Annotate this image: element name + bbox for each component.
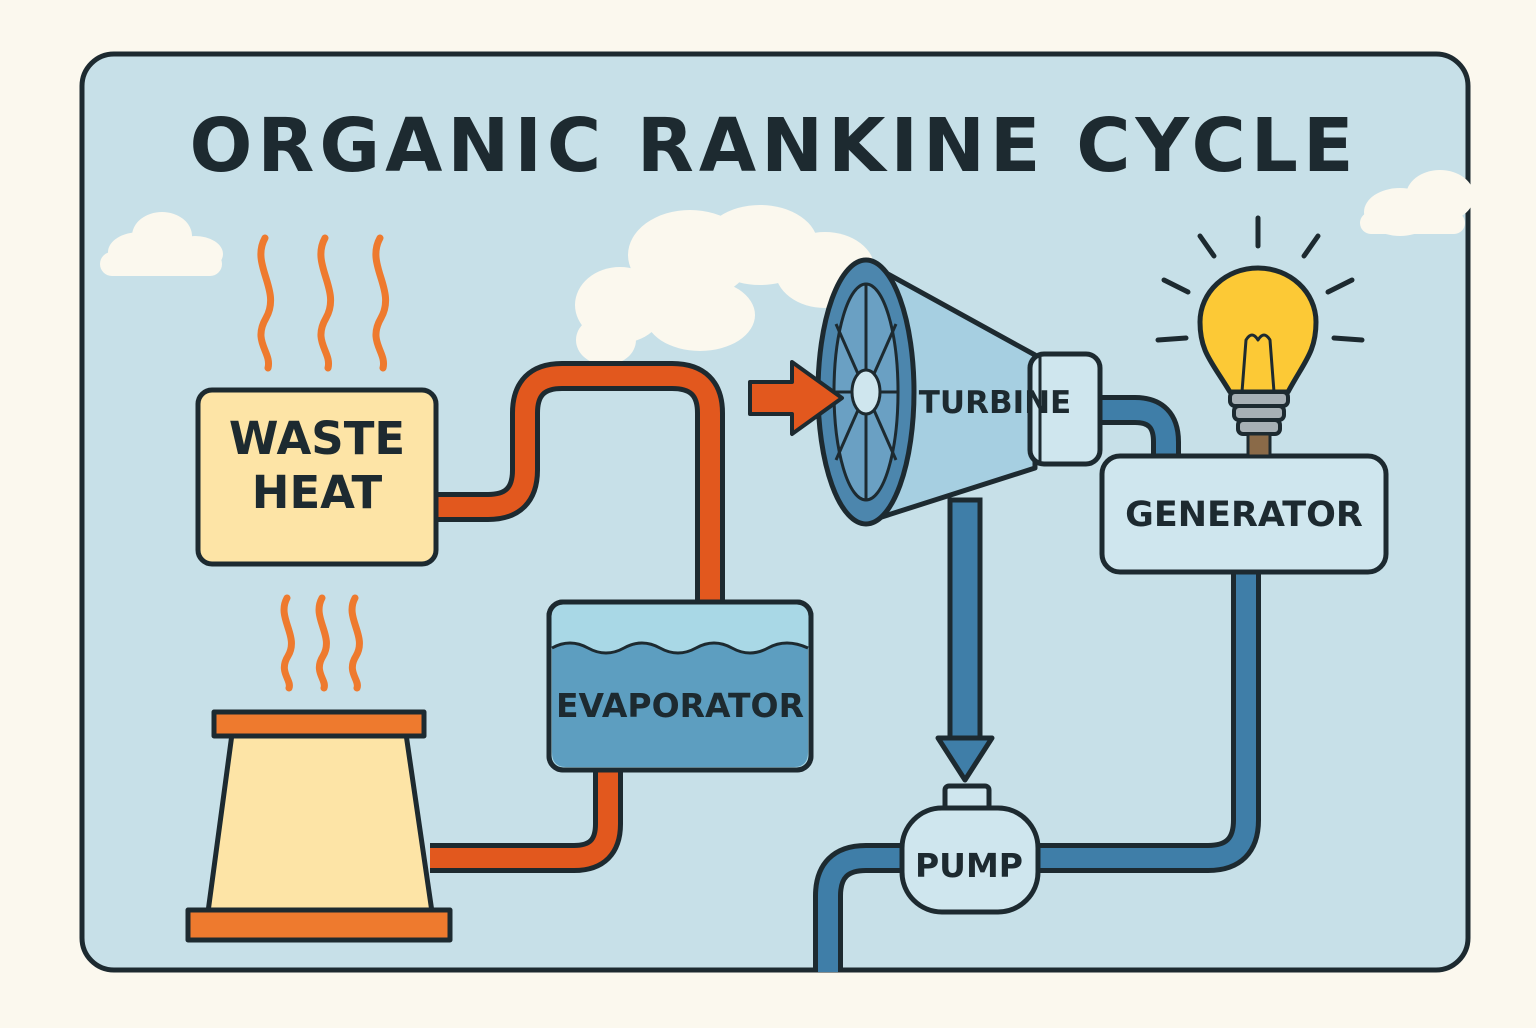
- lightbulb-icon: [1197, 265, 1319, 458]
- chimney: [185, 709, 453, 943]
- waste-heat-box: [195, 387, 439, 567]
- light-rays: [1155, 215, 1365, 343]
- cold-pipe-pump-exit: [813, 843, 902, 972]
- steam-cloud: [575, 205, 892, 365]
- heat-waves-top: [257, 234, 390, 372]
- waste-heat-label-line1: WASTE: [228, 412, 406, 465]
- diagram-title: ORGANIC RANKINE CYCLE: [189, 103, 1359, 189]
- pump: [899, 783, 1041, 915]
- cold-pipe-turbine-pump: [935, 497, 995, 783]
- evaporator-tank: [546, 599, 814, 773]
- cold-pipe-turbine-generator: [1098, 395, 1181, 458]
- heat-waves-bottom: [280, 594, 363, 692]
- cloud-left: [100, 212, 223, 276]
- turbine-label: TURBINE: [918, 385, 1072, 421]
- generator-box: [1099, 453, 1389, 575]
- turbine-body: [815, 257, 1103, 527]
- pump-label: PUMP: [914, 846, 1023, 885]
- flow-arrow-down: [935, 735, 995, 783]
- diagram-panel: [79, 51, 1471, 973]
- generator-label: GENERATOR: [1125, 495, 1363, 535]
- cloud-right: [1360, 170, 1474, 236]
- hot-pipe-upper: [436, 361, 725, 602]
- hot-pipe-lower: [430, 770, 623, 873]
- waste-heat-label-line2: HEAT: [251, 466, 383, 519]
- cold-pipe-generator-pump: [1040, 570, 1261, 873]
- waste-heat-label: WASTE HEAT: [198, 412, 436, 520]
- flow-arrow-right: [748, 360, 844, 436]
- evaporator-label: EVAPORATOR: [556, 686, 804, 725]
- turbine-blades: [834, 284, 898, 500]
